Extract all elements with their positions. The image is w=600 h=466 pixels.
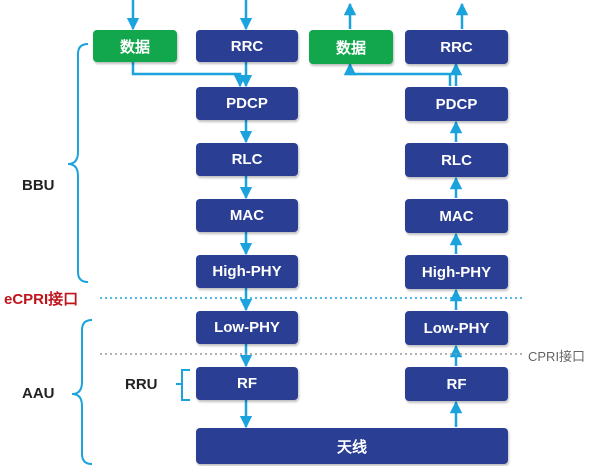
rx-high-phy-box: High-PHY [405,255,508,289]
tx-data-box: 数据 [93,30,177,62]
tx-rlc-box: RLC [196,143,298,176]
ecpri-interface-label: eCPRI接口 [4,291,79,308]
bbu-label: BBU [22,177,55,194]
arrow-rx-pdcp-to-data [343,62,452,86]
bbu-bracket [67,43,89,283]
tx-low-phy-box: Low-PHY [196,311,298,344]
rx-low-phy-box: Low-PHY [405,311,508,345]
rx-rlc-box: RLC [405,143,508,177]
cpri-interface-label: CPRI接口 [528,349,586,364]
tx-high-phy-box: High-PHY [196,255,298,288]
rx-rrc-box: RRC [405,30,508,64]
aau-bracket [71,319,93,465]
arrow-tx-data-to-pdcp [131,62,247,88]
rru-label: RRU [125,376,158,393]
rx-data-box: 数据 [309,30,393,64]
rru-bracket [176,369,190,401]
tx-pdcp-box: PDCP [196,87,298,120]
rx-rf-box: RF [405,367,508,401]
rx-pdcp-box: PDCP [405,87,508,121]
tx-rrc-box: RRC [196,30,298,62]
tx-mac-box: MAC [196,199,298,232]
tx-rf-box: RF [196,367,298,400]
aau-label: AAU [22,385,55,402]
rx-mac-box: MAC [405,199,508,233]
antenna-box: 天线 [196,428,508,464]
